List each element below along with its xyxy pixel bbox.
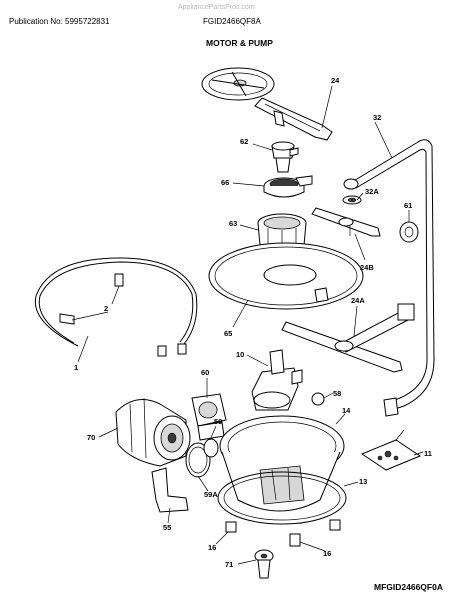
part-24b-spray-arm xyxy=(311,207,381,237)
footer-code: MFGID2466QF0A xyxy=(374,582,443,592)
callout-24b: 24B xyxy=(360,263,374,272)
part-65-filter-plate xyxy=(208,242,364,310)
part-32-water-tube xyxy=(343,139,435,417)
part-upper-spray-arm xyxy=(201,67,333,141)
callout-66: 66 xyxy=(221,178,229,187)
callout-2: 2 xyxy=(104,304,108,313)
part-24a-lower-spray-arm xyxy=(281,303,415,373)
part-58-ball xyxy=(311,392,325,406)
part-61-disc xyxy=(399,221,419,243)
callout-58: 58 xyxy=(333,389,341,398)
part-14-sump xyxy=(219,415,345,512)
callout-63: 63 xyxy=(229,219,237,228)
part-32a-seal xyxy=(342,195,362,205)
callout-10: 10 xyxy=(236,350,244,359)
callout-70: 70 xyxy=(87,433,95,442)
callout-1: 1 xyxy=(74,363,78,372)
part-13-seal-ring xyxy=(217,471,347,525)
callout-59: 59 xyxy=(214,417,222,426)
part-71-valve xyxy=(254,549,274,579)
model-number: FGID2466QF8A xyxy=(203,17,261,26)
part-1-heating-element xyxy=(34,257,198,357)
callout-61: 61 xyxy=(404,201,412,210)
callout-13: 13 xyxy=(359,477,367,486)
watermark: AppliancePartsPros.com xyxy=(178,4,255,11)
section-title: MOTOR & PUMP xyxy=(206,38,273,48)
callout-59a: 59A xyxy=(204,490,218,499)
callout-16-left: 16 xyxy=(208,543,216,552)
part-10-pump-body xyxy=(251,349,303,411)
callout-71: 71 xyxy=(225,560,233,569)
callout-32: 32 xyxy=(373,113,381,122)
publication-number: Publication No: 5995722831 xyxy=(9,17,110,26)
part-66-gear xyxy=(263,175,313,198)
callout-14: 14 xyxy=(342,406,351,415)
callout-16-right: 16 xyxy=(323,549,331,558)
part-60-drain-pump xyxy=(191,393,227,441)
part-55-bracket xyxy=(151,467,189,513)
callout-62: 62 xyxy=(240,137,248,146)
callout-65: 65 xyxy=(224,329,232,338)
callout-labels: 24 62 32 66 32A 61 63 24B 2 24A 65 1 10 … xyxy=(74,76,432,569)
callout-32a: 32A xyxy=(365,187,379,196)
part-70-motor xyxy=(115,397,191,467)
leader-lines xyxy=(71,85,424,565)
part-16-clips xyxy=(225,519,341,547)
callout-11: 11 xyxy=(424,449,432,458)
callout-60: 60 xyxy=(201,368,209,377)
part-11-sensor xyxy=(360,429,422,471)
callout-55: 55 xyxy=(163,523,171,532)
callout-24: 24 xyxy=(331,76,340,85)
callout-24a: 24A xyxy=(351,296,365,305)
part-62-tube xyxy=(271,141,299,173)
part-59-gaskets xyxy=(185,438,219,478)
